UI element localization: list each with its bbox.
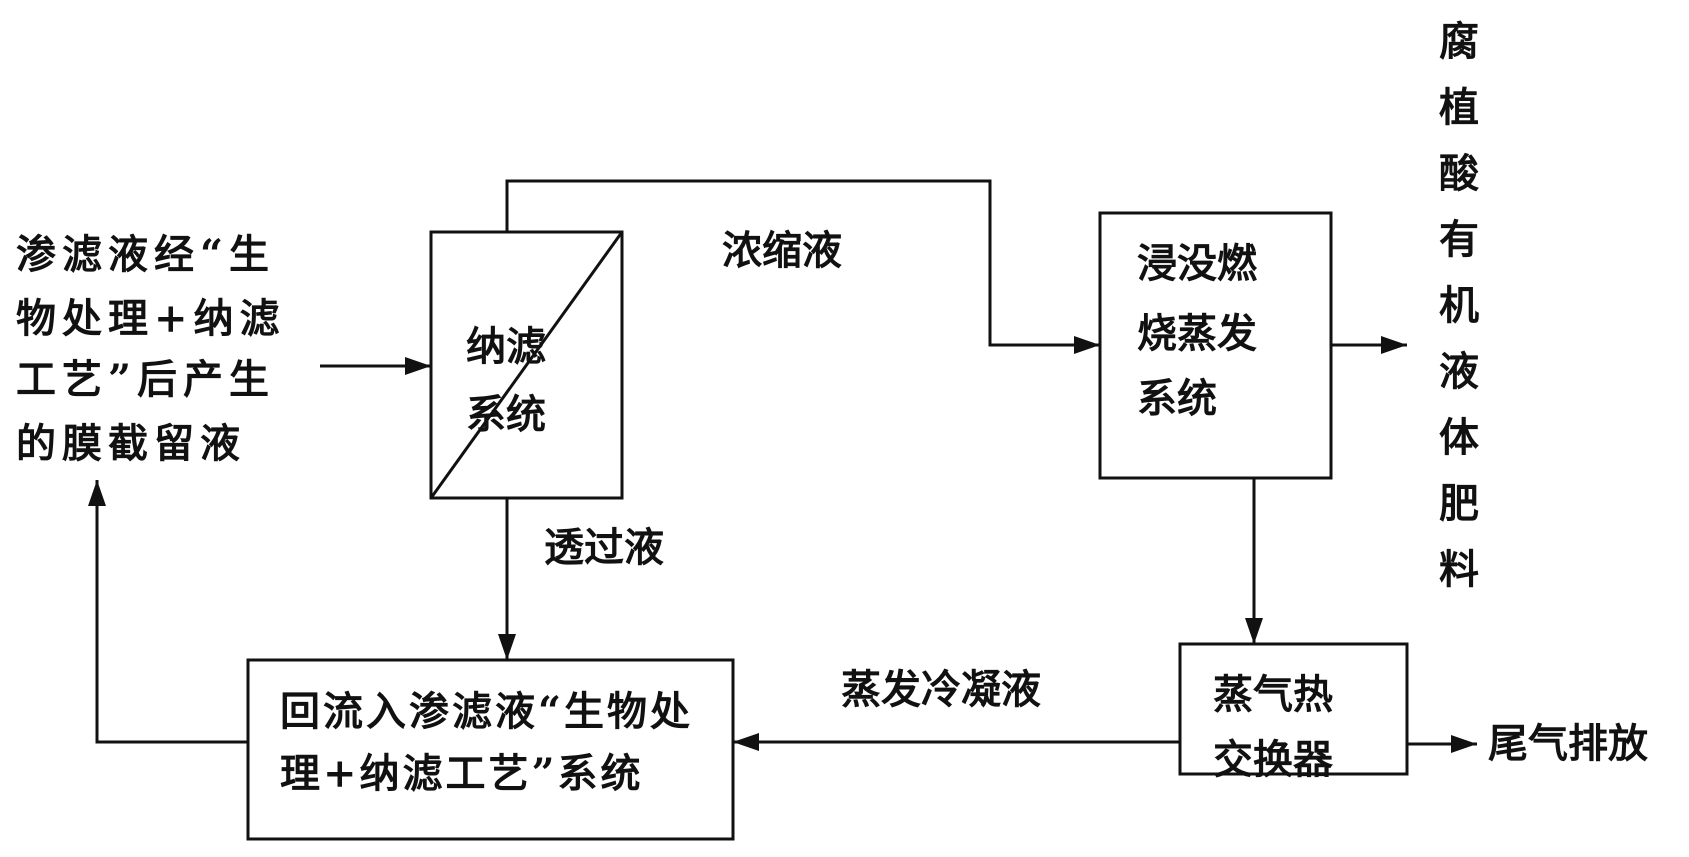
input-text-line-3: 工艺”后产生 [16, 356, 276, 403]
nanofiltration-label-line-2: 系统 [466, 391, 546, 438]
concentrate-label: 浓缩液 [722, 227, 842, 274]
product-label: 腐植酸有机液体肥料 [1432, 20, 1479, 614]
return-arrow [88, 480, 248, 744]
heat-exchanger-label-line-2: 交换器 [1213, 736, 1333, 783]
heat-exchanger-label-line-1: 蒸气热 [1213, 671, 1333, 718]
nanofiltration-box [429, 230, 624, 500]
input-text-line-2: 物处理+纳滤 [16, 295, 286, 342]
nanofiltration-label-line-1: 纳滤 [466, 323, 546, 370]
permeate-label: 透过液 [544, 524, 664, 571]
return-system-box [246, 658, 735, 841]
condensate-label: 蒸发冷凝液 [841, 666, 1041, 713]
evaporation-label-line-1: 浸没燃 [1137, 240, 1257, 287]
exhaust-label: 尾气排放 [1488, 720, 1648, 767]
input-text-line-4: 的膜截留液 [16, 420, 246, 467]
return-system-label-line-2: 理+纳滤工艺”系统 [280, 750, 644, 797]
membrane-diagonal [429, 231, 624, 499]
input-text-line-1: 渗滤液经“生 [16, 231, 276, 278]
evaporation-label-line-2: 烧蒸发 [1137, 310, 1257, 357]
concentrate-arrow [505, 179, 1100, 354]
return-system-label-line-1: 回流入渗滤液“生物处 [280, 688, 694, 735]
evaporation-label-line-3: 系统 [1137, 375, 1217, 422]
heat-exchanger-box [1178, 642, 1409, 776]
